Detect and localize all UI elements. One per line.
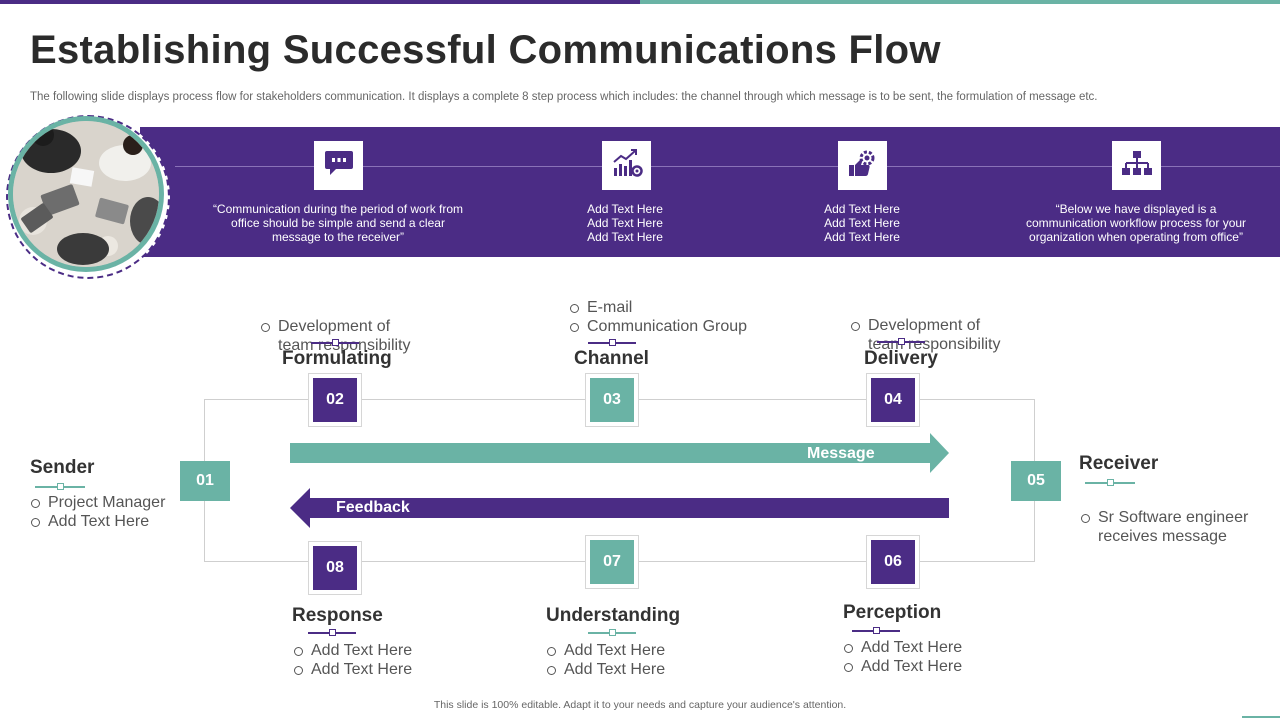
step-06-label: Perception	[843, 602, 942, 623]
flow-arrows	[290, 433, 949, 528]
step-04-label: Delivery	[864, 348, 938, 369]
step-03-divider	[588, 339, 636, 346]
list-item: Development of team responsibility	[260, 317, 411, 355]
step-04-badge: 04	[871, 378, 915, 422]
list-item: Add Text Here	[843, 638, 962, 657]
step-06-divider	[852, 627, 900, 634]
list-item: Add Text Here	[30, 512, 165, 531]
step-01-divider	[35, 483, 85, 490]
list-item: Add Text Here	[843, 657, 962, 676]
step-02-box: 02	[308, 373, 362, 427]
step-04-box: 04	[866, 373, 920, 427]
step-02-bullets: Development of team responsibility	[260, 298, 411, 374]
message-arrow	[290, 433, 949, 473]
step-02-label: Formulating	[282, 348, 392, 369]
step-03-box: 03	[585, 373, 639, 427]
step-05-label: Receiver	[1079, 453, 1159, 474]
step-08-label: Response	[292, 605, 383, 626]
banner-icon-box-4	[1112, 141, 1161, 190]
step-08-box: 08	[308, 541, 362, 595]
list-item: Project Manager	[30, 493, 165, 512]
step-04-bullets: Development of team responsibility	[850, 297, 1001, 373]
step-07-bullets: Add Text Here Add Text Here	[546, 641, 665, 679]
step-07-box: 07	[585, 535, 639, 589]
step-02-divider	[311, 339, 359, 346]
page-title: Establishing Successful Communications F…	[30, 28, 941, 72]
step-08-bullets: Add Text Here Add Text Here	[293, 641, 412, 679]
step-07-label: Understanding	[546, 605, 681, 626]
list-item: E-mail	[569, 298, 747, 317]
top-accent-bar-teal	[640, 0, 1280, 4]
org-chart-icon	[1121, 149, 1153, 182]
step-01-bullets: Project Manager Add Text Here	[30, 493, 165, 531]
list-item: Add Text Here	[293, 641, 412, 660]
banner-icon-box-2	[602, 141, 651, 190]
step-07-badge: 07	[590, 540, 634, 584]
top-accent-bar-purple	[0, 0, 640, 4]
team-meeting-photo	[13, 121, 159, 267]
banner-icon-box-3	[838, 141, 887, 190]
page-subtitle: The following slide displays process flo…	[30, 91, 1098, 103]
chat-icon	[324, 149, 354, 182]
banner-text-1: “Communication during the period of work…	[212, 202, 464, 244]
footer-note: This slide is 100% editable. Adapt it to…	[433, 699, 847, 711]
step-08-badge: 08	[313, 546, 357, 590]
step-02-badge: 02	[313, 378, 357, 422]
list-item: Communication Group	[569, 317, 747, 336]
corner-accent	[1242, 716, 1280, 718]
feedback-arrow	[290, 488, 949, 528]
step-08-divider	[308, 629, 356, 636]
step-06-badge: 06	[871, 540, 915, 584]
banner-divider-line	[175, 166, 1280, 167]
step-03-badge: 03	[590, 378, 634, 422]
step-05-bullets: Sr Software engineer receives message	[1080, 489, 1248, 565]
banner-icon-box-1	[314, 141, 363, 190]
step-04-divider	[877, 338, 925, 345]
list-item: Add Text Here	[293, 660, 412, 679]
list-item: Sr Software engineer receives message	[1080, 508, 1248, 546]
banner-text-4: “Below we have displayed is a communicat…	[1025, 202, 1247, 244]
growth-chart-icon	[611, 148, 643, 183]
list-item: Add Text Here	[546, 641, 665, 660]
banner-text-3: Add Text Here Add Text Here Add Text Her…	[824, 202, 900, 244]
message-label: Message	[807, 445, 875, 462]
feedback-label: Feedback	[336, 499, 410, 516]
step-05-badge: 05	[1011, 461, 1061, 501]
step-05-divider	[1085, 479, 1135, 486]
step-01-badge: 01	[180, 461, 230, 501]
step-07-divider	[588, 629, 636, 636]
thumbs-up-gear-icon	[847, 148, 879, 183]
list-item: Add Text Here	[546, 660, 665, 679]
step-03-bullets: E-mail Communication Group	[569, 298, 747, 336]
list-item: Development of team responsibility	[850, 316, 1001, 354]
step-06-bullets: Add Text Here Add Text Here	[843, 638, 962, 676]
step-06-box: 06	[866, 535, 920, 589]
step-03-label: Channel	[574, 348, 649, 369]
banner-text-2: Add Text Here Add Text Here Add Text Her…	[587, 202, 663, 244]
step-01-label: Sender	[30, 457, 95, 478]
